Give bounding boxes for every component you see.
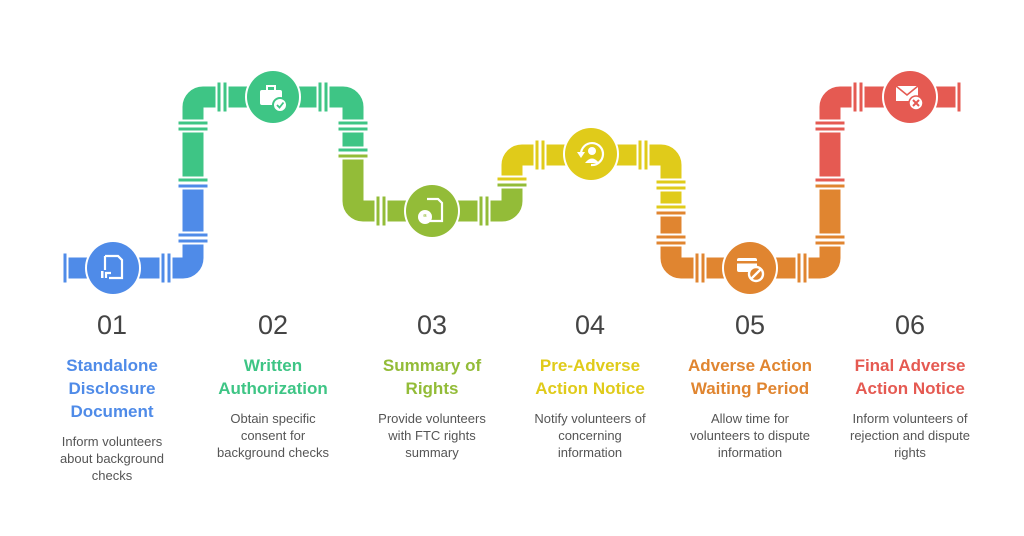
- step-description-line: checks: [91, 468, 133, 483]
- person-refresh-icon: [577, 142, 605, 167]
- step-title-line: Authorization: [218, 379, 328, 398]
- pipe-flange: [178, 231, 208, 245]
- step-description-line: background checks: [216, 445, 329, 460]
- step-title-line: Action Notice: [855, 379, 965, 398]
- pipe-flange: [693, 253, 707, 283]
- step-description-line: consent for: [240, 428, 306, 443]
- step-number: 02: [257, 310, 289, 340]
- mail-x-badge: [882, 69, 938, 125]
- step-title-line: Pre-Adverse: [539, 356, 641, 375]
- step-title-line: Rights: [405, 379, 459, 398]
- pipe-flange: [497, 175, 527, 189]
- pipe-segment-6: [819, 86, 960, 183]
- step-description: Inform volunteers of rejection and disput…: [825, 410, 995, 461]
- pipe-flange: [338, 119, 368, 133]
- step-description-line: about background: [59, 451, 165, 466]
- step-description-line: information: [557, 445, 623, 460]
- pipe-flange: [955, 82, 963, 112]
- step-title: Summary of Rights: [347, 354, 517, 400]
- step-description-line: Provide volunteers: [378, 411, 486, 426]
- step-description: Allow time for volunteers to dispute infor…: [665, 410, 835, 461]
- step-number: 03: [416, 310, 448, 340]
- step-description: Notify volunteers of concerning informatio…: [505, 410, 675, 461]
- briefcase-check-badge: [245, 69, 301, 125]
- svg-text:“: “: [423, 213, 427, 222]
- step-description-line: Inform volunteers of: [852, 411, 968, 426]
- pipe-flange: [61, 253, 69, 283]
- step-description-line: Obtain specific: [230, 411, 316, 426]
- pipe-flange: [178, 119, 208, 133]
- pipe-flange: [159, 253, 173, 283]
- step-description-line: Allow time for: [710, 411, 790, 426]
- pipe-flange: [316, 82, 330, 112]
- step-number: 01: [96, 310, 128, 340]
- pipe-flange: [178, 176, 208, 190]
- step-description-line: concerning: [558, 428, 622, 443]
- pipe-flange: [815, 233, 845, 247]
- step-description: Obtain specific consent for background che…: [188, 410, 358, 461]
- card-blocked-badge: [722, 240, 778, 296]
- step-title-line: Disclosure: [68, 379, 156, 398]
- mail-x-icon: [895, 85, 924, 111]
- step-description-line: with FTC rights: [388, 428, 476, 443]
- pipe-flange: [656, 233, 686, 247]
- pipe-flange: [851, 82, 865, 112]
- step-number: 04: [574, 310, 606, 340]
- step-title-line: Written: [243, 356, 303, 375]
- step-title-line: Waiting Period: [690, 379, 810, 398]
- document-quote-badge: “: [404, 183, 460, 239]
- pipe-flange: [656, 203, 686, 217]
- step-title-line: Adverse Action: [687, 356, 813, 375]
- step-description-line: rights: [894, 445, 926, 460]
- step-number: 06: [894, 310, 926, 340]
- document-badge: [85, 240, 141, 296]
- pipe-flange: [656, 178, 686, 192]
- person-refresh-badge: [563, 126, 619, 182]
- document-quote-icon: “: [418, 197, 444, 224]
- pipe-flange: [795, 253, 809, 283]
- pipe-flange: [636, 140, 650, 170]
- pipe-flange: [533, 140, 547, 170]
- step-description-line: rejection and dispute: [850, 428, 970, 443]
- step-title-line: Standalone: [66, 356, 158, 375]
- pipe-flange: [815, 119, 845, 133]
- pipe-flange: [815, 176, 845, 190]
- briefcase-check-icon: [260, 85, 288, 113]
- pipe-flange: [215, 82, 229, 112]
- step-title-line: Final Adverse: [854, 356, 966, 375]
- step-description: Inform volunteers about background checks: [27, 433, 197, 484]
- pipe-flange: [477, 196, 491, 226]
- pipe-segment-1: [64, 183, 204, 279]
- step-description-line: summary: [405, 445, 459, 460]
- step-title-line: Summary of: [382, 356, 482, 375]
- card-blocked-icon: [737, 258, 765, 283]
- step-title-line: Action Notice: [535, 379, 645, 398]
- step-number: 05: [734, 310, 766, 340]
- pipe-flange: [374, 196, 388, 226]
- step-title-line: Document: [70, 402, 154, 421]
- pipe-flange: [338, 146, 368, 160]
- step-description-line: Notify volunteers of: [534, 411, 646, 426]
- step-description-line: Inform volunteers: [61, 434, 163, 449]
- step-description-line: information: [717, 445, 783, 460]
- step-description-line: volunteers to dispute: [690, 428, 810, 443]
- document-icon: [101, 254, 124, 280]
- step-description: Provide volunteers with FTC rights summary: [347, 410, 517, 461]
